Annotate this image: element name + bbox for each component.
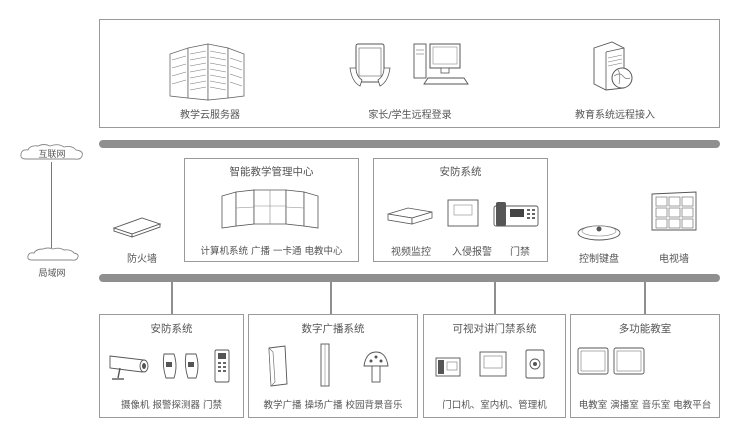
door-station-icon <box>525 349 545 379</box>
intercom-subsystem-items: 门口机、室内机、管理机 <box>442 400 547 411</box>
control-keyboard-label: 控制键盘 <box>579 254 619 265</box>
control-keyboard-icon <box>577 225 621 241</box>
security-subsystem-items: 摄像机 报警探测器 门禁 <box>120 400 223 411</box>
indoor-monitor-icon <box>479 351 507 377</box>
door-keypad-icon <box>214 349 230 383</box>
connector-line-1 <box>171 282 173 314</box>
lan-label: 局域网 <box>38 269 66 279</box>
dvr-recorder-icon <box>387 207 433 225</box>
cloud-server-label: 教学云服务器 <box>180 110 240 121</box>
connector-line-2 <box>330 282 332 314</box>
remote-login-label: 家长/学生远程登录 <box>368 110 452 121</box>
multimedia-subsystem-items: 电教室 演播室 音乐室 电教平台 <box>578 400 712 411</box>
server-globe-icon <box>593 41 633 91</box>
security-center-title: 安防系统 <box>439 166 482 178</box>
multimedia-subsystem-title: 多功能教室 <box>618 323 672 335</box>
video-wall-console-icon <box>221 189 319 229</box>
firewall-icon <box>112 217 162 238</box>
internet-label: 互联网 <box>38 150 66 160</box>
classroom-display-icon <box>577 347 609 375</box>
tv-wall-icon <box>651 191 697 231</box>
lan-bus-bar <box>99 274 720 282</box>
video-surveillance-label: 视频监控 <box>391 247 431 258</box>
studio-display-icon <box>613 347 645 375</box>
server-rack-icon <box>169 43 245 101</box>
garden-speaker-icon <box>363 351 389 383</box>
internet-cloud-icon <box>20 144 83 160</box>
intercom-subsystem-title: 可视对讲门禁系统 <box>452 323 537 335</box>
intrusion-alarm-label: 入侵报警 <box>452 247 492 258</box>
wall-speaker-icon <box>268 345 288 387</box>
lan-cloud-icon <box>27 247 79 261</box>
cloud-link-line <box>51 162 52 248</box>
connector-line-3 <box>494 282 496 314</box>
intercom-handset-icon <box>435 357 461 377</box>
connector-line-4 <box>644 282 646 314</box>
alarm-detector-icon <box>162 353 199 379</box>
column-speaker-icon <box>320 343 330 387</box>
teaching-center-title: 智能教学管理中心 <box>229 166 314 178</box>
firewall-label: 防火墙 <box>127 254 157 265</box>
broadcast-subsystem-title: 数字广播系统 <box>301 323 365 335</box>
internet-bus-bar <box>99 140 720 148</box>
desktop-computer-icon <box>413 43 469 85</box>
edu-access-label: 教育系统远程接入 <box>575 110 655 121</box>
teaching-center-items: 计算机系统 广播 一卡通 电教中心 <box>200 246 343 257</box>
access-control-phone-icon <box>493 202 539 227</box>
security-subsystem-title: 安防系统 <box>150 323 193 335</box>
broadcast-subsystem-items: 教学广播 操场广播 校园背景音乐 <box>263 400 403 411</box>
tv-wall-label: 电视墙 <box>659 254 689 265</box>
door-access-label: 门禁 <box>510 247 530 258</box>
tablet-hands-icon <box>349 43 391 87</box>
alarm-panel-icon <box>447 199 479 227</box>
cctv-camera-icon <box>109 355 149 380</box>
